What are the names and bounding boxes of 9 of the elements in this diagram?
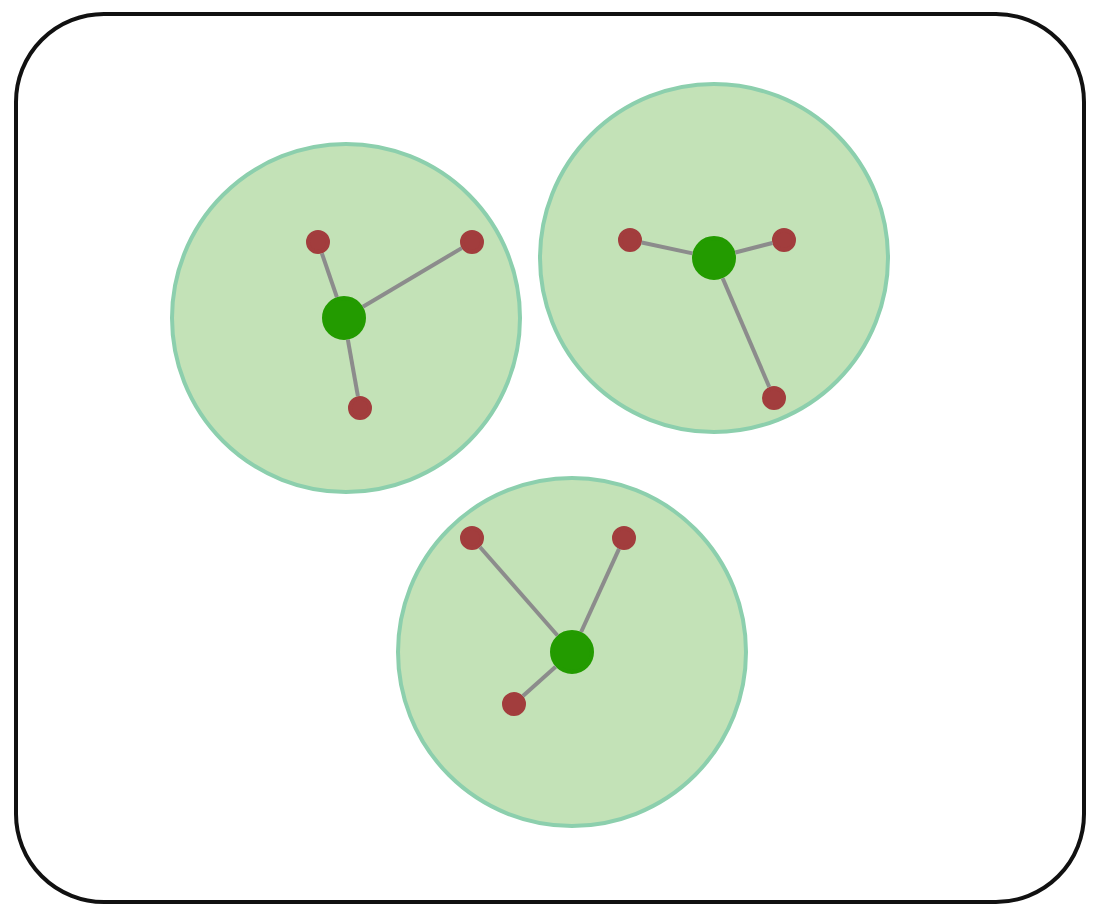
connector-line (521, 665, 557, 698)
connector-line (720, 277, 772, 388)
connector-line (641, 240, 693, 256)
connector-line (345, 339, 360, 397)
connector-line (734, 241, 773, 255)
connector-line (478, 545, 559, 637)
connector-line (361, 246, 463, 309)
connector-line (320, 252, 339, 298)
connector-line (579, 548, 621, 633)
